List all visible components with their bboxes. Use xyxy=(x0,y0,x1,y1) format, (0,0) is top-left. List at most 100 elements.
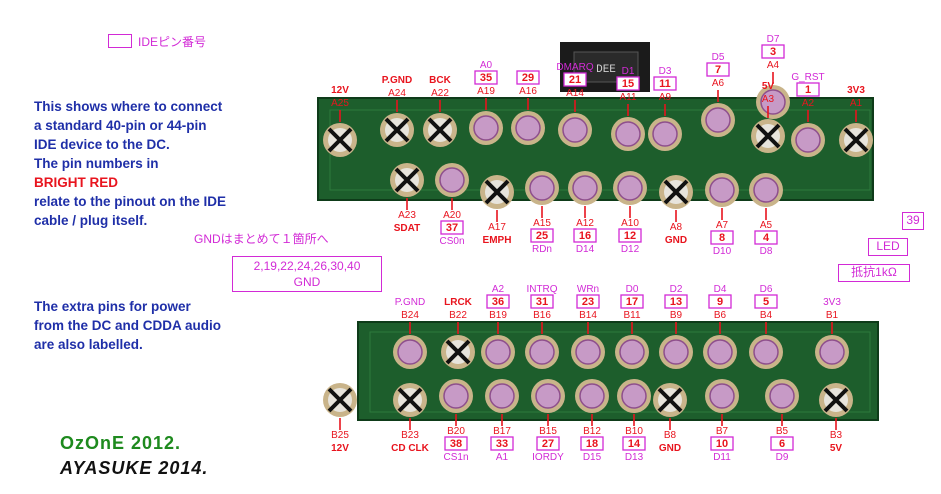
no-connect-mark xyxy=(327,387,353,413)
pin-id: A1 xyxy=(850,98,863,109)
pin-id: B4 xyxy=(760,310,773,321)
no-connect-mark xyxy=(657,387,683,413)
pin-sig: WRn xyxy=(577,284,599,295)
pin-number-box xyxy=(486,294,510,309)
pin-number-box xyxy=(616,76,640,91)
pin-sig: D2 xyxy=(670,284,683,295)
pin-num: 5 xyxy=(763,296,769,308)
pin-sig: D8 xyxy=(760,246,773,257)
pin-id: A16 xyxy=(519,86,537,97)
pin-number-box xyxy=(622,436,646,451)
pin-id: B16 xyxy=(533,310,551,321)
pin-number-box xyxy=(761,44,785,59)
pin-num: 31 xyxy=(536,296,548,308)
pin-id: B1 xyxy=(826,310,839,321)
pin-sig: D9 xyxy=(776,452,789,463)
pin-sig: D13 xyxy=(625,452,644,463)
pin-id: B14 xyxy=(579,310,597,321)
pin-id: B23 xyxy=(401,430,419,441)
pin-sig: D12 xyxy=(621,244,640,255)
info-line: IDE device to the DC. xyxy=(34,137,170,152)
pin-number-box xyxy=(620,294,644,309)
lower-pcb xyxy=(358,322,878,420)
no-connect-mark xyxy=(755,123,781,149)
pin-sig: D14 xyxy=(576,244,595,255)
pin-hole xyxy=(663,339,689,365)
pin-sig: GND xyxy=(665,235,687,246)
pin-hole xyxy=(707,339,733,365)
no-connect-mark xyxy=(394,167,420,193)
pin-hole xyxy=(753,177,779,203)
pin-id: B20 xyxy=(447,426,465,437)
pin-id: A11 xyxy=(619,92,636,103)
pin-sig: 5V xyxy=(762,81,775,92)
pin-id: A2 xyxy=(802,98,815,109)
pin-id: A20 xyxy=(443,210,461,221)
pin-hole xyxy=(709,383,735,409)
pin-id: B22 xyxy=(449,310,467,321)
gnd-merge-note: GNDはまとめて１箇所へ xyxy=(194,232,329,246)
pin-num: 4 xyxy=(763,232,770,244)
pin-id: B6 xyxy=(714,310,727,321)
pin-hole xyxy=(769,383,795,409)
pin-number-box xyxy=(516,70,540,85)
pin-sig: 12V xyxy=(331,443,349,454)
pin-number-box xyxy=(530,294,554,309)
pin-num: 8 xyxy=(719,232,725,244)
pin-id: A8 xyxy=(670,222,683,233)
pin-number-box xyxy=(563,72,587,87)
pin-number-box xyxy=(796,82,820,97)
pin-id: A24 xyxy=(388,88,406,99)
pin-num: 23 xyxy=(582,296,594,308)
pin-number-box xyxy=(444,436,468,451)
no-connect-mark xyxy=(663,179,689,205)
pin-number-box xyxy=(490,436,514,451)
pin-id: B17 xyxy=(493,426,511,437)
pin-sig: P.GND xyxy=(382,75,412,86)
pin-id: B8 xyxy=(664,430,677,441)
pin-hole xyxy=(705,107,731,133)
pin-sig: D6 xyxy=(760,284,773,295)
pin-sig: DMARQ xyxy=(556,62,593,73)
pin-sig: P.GND xyxy=(395,297,425,308)
pin-id: B24 xyxy=(401,310,419,321)
pin-id: A17 xyxy=(488,222,506,233)
pin-hole xyxy=(439,167,465,193)
pin-id: B7 xyxy=(716,426,729,437)
gnd-list-word: GND xyxy=(293,275,321,289)
pin-id: A5 xyxy=(760,220,773,231)
pin-id: A22 xyxy=(431,88,449,99)
pin-sig: IORDY xyxy=(532,452,564,463)
led-label: LED xyxy=(868,238,908,256)
legend-swatch xyxy=(108,34,132,48)
pin-hole xyxy=(709,177,735,203)
info-line: a standard 40-pin or 44-pin xyxy=(34,118,207,133)
info-line: from the DC and CDDA audio xyxy=(34,318,221,333)
pin-number-box xyxy=(653,76,677,91)
pin-hole xyxy=(572,175,598,201)
pin-num: 25 xyxy=(536,230,548,242)
pin-num: 14 xyxy=(628,438,641,450)
pin-sig: A1 xyxy=(496,452,509,463)
pin-number-box xyxy=(573,228,597,243)
pin-sig: G_RST xyxy=(791,72,824,83)
pin-hole xyxy=(529,175,555,201)
pin-id: B12 xyxy=(583,426,601,437)
